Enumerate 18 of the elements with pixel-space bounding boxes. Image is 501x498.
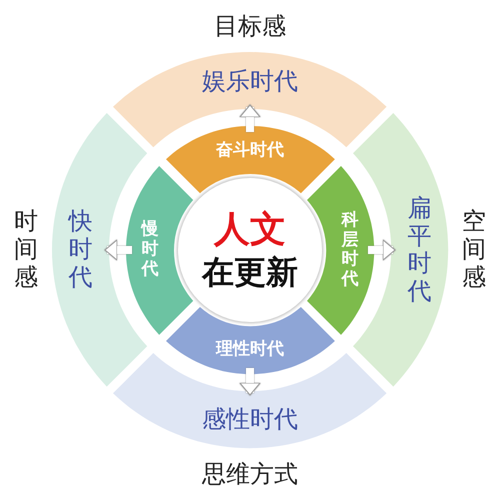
era-label: 科层时代 (340, 210, 360, 290)
era-label: 慢时代 (140, 220, 160, 280)
era-label: 扁平时代 (406, 194, 432, 306)
arrow (240, 368, 260, 396)
axis-label: 时间感 (13, 208, 39, 292)
axis-label: 空间感 (460, 208, 487, 292)
era-label: 奋斗时代 (216, 142, 284, 158)
arrow (368, 240, 396, 260)
arrow (240, 104, 260, 132)
era-label: 快时代 (68, 208, 94, 292)
era-label: 感性时代 (202, 407, 298, 432)
arrow (104, 240, 132, 260)
axis-label: 目标感 (214, 14, 286, 38)
axis-label: 思维方式 (202, 462, 298, 486)
era-label: 娱乐时代 (202, 68, 298, 92)
headline-text: 人文 (214, 212, 286, 248)
headline-text: 在更新 (202, 256, 298, 288)
era-label: 理性时代 (216, 341, 284, 358)
